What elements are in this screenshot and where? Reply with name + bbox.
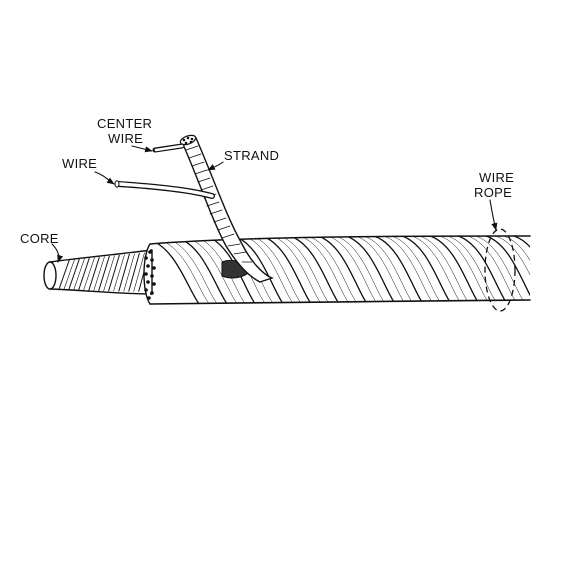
core-leader xyxy=(51,243,64,263)
wire-leader xyxy=(94,171,115,185)
core xyxy=(43,249,153,295)
wire-rope-section-marker xyxy=(484,228,516,312)
single-wire xyxy=(114,180,215,199)
rope-body xyxy=(143,235,531,305)
center-wire-leader xyxy=(131,145,153,153)
center-wire-label-line1: CENTER xyxy=(97,116,152,131)
core-twist xyxy=(57,252,150,292)
core-end xyxy=(43,261,57,290)
strand-leader xyxy=(207,161,224,171)
strand-helix xyxy=(150,236,530,304)
center-wire-label-line2: WIRE xyxy=(108,131,143,146)
wire-label: WIRE xyxy=(62,156,97,171)
strand-label: STRAND xyxy=(224,148,279,163)
center-wire xyxy=(152,143,185,153)
core-label: CORE xyxy=(20,231,59,246)
wire-rope-leader xyxy=(489,199,498,231)
wire-rope-label-line1: WIRE xyxy=(479,170,514,185)
rope-cut-end xyxy=(143,243,156,305)
unwound-strand xyxy=(179,134,275,283)
wire-rope-label-line2: ROPE xyxy=(474,185,512,200)
